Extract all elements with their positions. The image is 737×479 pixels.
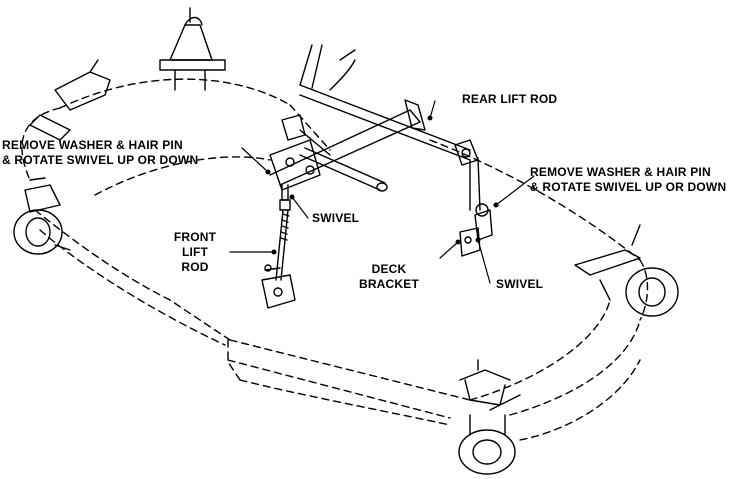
deck-bracket-line1: DECK: [371, 262, 407, 276]
remove-washer-left-line2: & ROTATE SWIVEL UP OR DOWN: [2, 153, 199, 167]
swivel-left-label: SWIVEL: [312, 211, 360, 225]
leader-lines: [229, 100, 535, 284]
lift-shaft-assembly: [269, 44, 493, 257]
front-lift-rod-line2: LIFT: [181, 245, 209, 259]
leader-dots: [265, 115, 499, 255]
right-gauge-wheel: [574, 224, 679, 317]
front-lift-rod-line1: FRONT: [173, 230, 217, 244]
deck-bracket-line2: BRACKET: [358, 277, 420, 291]
discharge-flap: [29, 59, 111, 141]
deck-outline: [21, 78, 649, 441]
front-gauge-wheel: [458, 359, 521, 475]
remove-washer-right-line1: REMOVE WASHER & HAIR PIN: [530, 165, 711, 179]
left-gauge-wheel: [13, 177, 71, 255]
swivel-right-label: SWIVEL: [496, 277, 544, 291]
remove-washer-left-line1: REMOVE WASHER & HAIR PIN: [2, 138, 183, 152]
remove-washer-right-line2: & ROTATE SWIVEL UP OR DOWN: [530, 180, 727, 194]
rear-lift-rod-label: REAR LIFT ROD: [462, 92, 558, 106]
front-lift-rod: [261, 184, 296, 309]
rear-left-gauge-wheel: [159, 7, 226, 91]
front-lift-rod-line3: ROD: [181, 260, 209, 274]
